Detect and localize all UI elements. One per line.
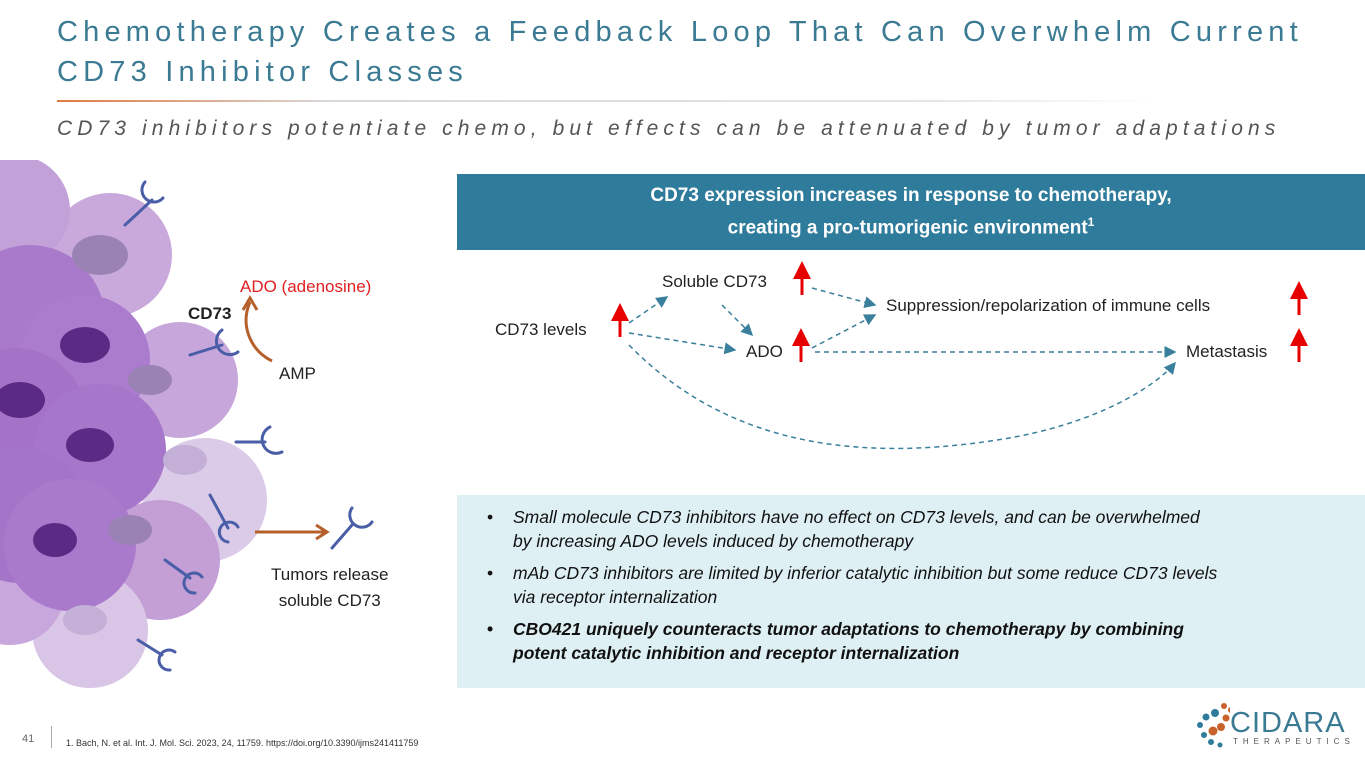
edge-soluble-to-suppression [811, 287, 877, 309]
soluble-cd73-receptor [330, 506, 374, 550]
banner-line-2-text: creating a pro-tumorigenic environment [727, 217, 1088, 239]
bullet-line: by increasing ADO levels induced by chem… [513, 531, 914, 551]
cidara-logo-subtext: THERAPEUTICS [1233, 737, 1355, 746]
key-points-box: Small molecule CD73 inhibitors have no e… [457, 495, 1365, 688]
edge-soluble-to-ado [721, 304, 754, 337]
edge-levels-to-metastasis [628, 344, 1176, 450]
bullet-line: potent catalytic inhibition and receptor… [513, 643, 960, 663]
edge-levels-to-soluble [628, 296, 669, 324]
reference-citation: 1. Bach, N. et al. Int. J. Mol. Sci. 202… [66, 738, 419, 748]
footer-divider [51, 726, 52, 748]
bullet-small-molecule: Small molecule CD73 inhibitors have no e… [487, 505, 1335, 553]
node-suppression: Suppression/repolarization of immune cel… [886, 296, 1211, 315]
brown-arrows [241, 295, 330, 541]
release-line-1: Tumors release [271, 565, 389, 584]
cidara-logo-text: CIDARA [1230, 707, 1346, 739]
feedback-flow-diagram [611, 261, 1308, 450]
page-number: 41 [22, 733, 35, 745]
edge-ado-to-suppression [811, 314, 877, 349]
bullet-mab: mAb CD73 inhibitors are limited by infer… [487, 561, 1335, 609]
increase-arrows [611, 261, 1308, 362]
amp-label: AMP [279, 364, 316, 383]
banner-line-2: creating a pro-tumorigenic environment1 [457, 209, 1365, 241]
slide-subtitle: CD73 inhibitors potentiate chemo, but ef… [57, 117, 1281, 140]
bullet-line: CBO421 uniquely counteracts tumor adapta… [513, 619, 1184, 639]
bullet-line: via receptor internalization [513, 587, 718, 607]
node-soluble-cd73: Soluble CD73 [662, 272, 767, 291]
slide-title: Chemotherapy Creates a Feedback Loop Tha… [57, 12, 1303, 92]
tumor-cells-illustration [0, 160, 374, 688]
footnote-marker: 1 [1087, 215, 1095, 230]
node-metastasis: Metastasis [1186, 342, 1268, 361]
release-line-2: soluble CD73 [278, 591, 381, 610]
banner-line-1: CD73 expression increases in response to… [650, 185, 1172, 207]
ado-adenosine-label: ADO (adenosine) [240, 277, 372, 296]
bullet-line: mAb CD73 inhibitors are limited by infer… [513, 563, 1218, 583]
bullet-cbo421: CBO421 uniquely counteracts tumor adapta… [487, 617, 1335, 665]
amp-to-ado-arrow [244, 301, 273, 363]
key-finding-banner: CD73 expression increases in response to… [457, 174, 1365, 250]
title-line-1: Chemotherapy Creates a Feedback Loop Tha… [57, 16, 1303, 48]
edge-levels-to-ado [628, 332, 737, 355]
release-label: Tumors release soluble CD73 [271, 562, 388, 614]
node-ado: ADO [746, 342, 783, 361]
title-line-2: CD73 Inhibitor Classes [57, 56, 468, 88]
cd73-receptors [123, 180, 374, 672]
node-cd73-levels: CD73 levels [495, 320, 587, 339]
title-divider [57, 100, 1157, 102]
cell-cluster [0, 160, 267, 688]
bullet-line: Small molecule CD73 inhibitors have no e… [513, 507, 1200, 527]
key-points-list: Small molecule CD73 inhibitors have no e… [457, 495, 1365, 665]
cd73-label: CD73 [188, 304, 232, 323]
cidara-logo-icon [1197, 703, 1230, 748]
